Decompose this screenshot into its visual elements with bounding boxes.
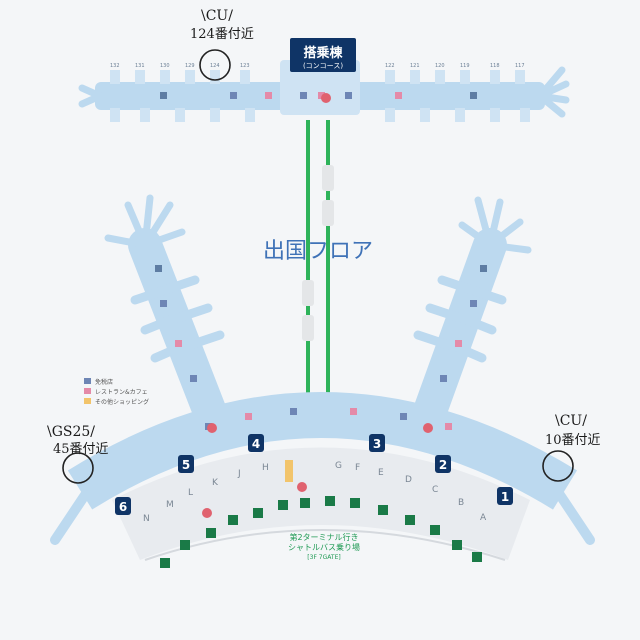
shuttle-line1: 第2ターミナル行き: [289, 532, 358, 542]
gate-label: 130: [160, 63, 170, 69]
gate-label: 117: [515, 63, 525, 69]
shuttle-train-track: [302, 120, 334, 410]
gate-label: 129: [185, 63, 195, 69]
left-pier: [104, 194, 232, 442]
counter-label: G: [335, 461, 342, 471]
right-pier: [408, 196, 532, 442]
legend-label: その他ショッピング: [95, 398, 149, 406]
svg-text:6: 6: [119, 500, 127, 514]
zone-badge: 2: [435, 455, 451, 473]
concourse-title-box: 搭乗棟 (コンコース): [290, 38, 356, 72]
legend-swatch: [84, 398, 91, 404]
gate-label: 119: [460, 63, 470, 69]
counter-label: C: [432, 485, 438, 495]
svg-text:4: 4: [252, 437, 260, 451]
zone-badge: 4: [248, 434, 264, 452]
concourse-center: [280, 60, 360, 115]
legend-label: 免税店: [95, 378, 113, 386]
svg-text:3: 3: [373, 437, 381, 451]
counter-label: F: [355, 463, 360, 473]
svg-text:124番付近: 124番付近: [190, 27, 254, 42]
counter-label: L: [188, 488, 193, 498]
svg-text:10番付近: 10番付近: [545, 433, 601, 448]
counter-label: K: [212, 478, 219, 488]
svg-text:\GS25/: \GS25/: [47, 424, 95, 440]
svg-text:5: 5: [182, 458, 190, 472]
legend-swatch: [84, 388, 91, 394]
counter-label: B: [458, 498, 464, 508]
gate-label: 121: [410, 63, 420, 69]
gate-label: 123: [240, 63, 250, 69]
counter-label: M: [166, 500, 174, 510]
counter-label: N: [143, 514, 150, 524]
annotation-left: \GS25/ 45番付近: [47, 424, 109, 484]
highlight-circle: [542, 450, 574, 482]
floor-label: 出国フロア: [263, 239, 373, 264]
gate-label: 131: [135, 63, 145, 69]
gate-label: 124: [210, 63, 220, 69]
shuttle-line2: シャトルバス乗り場: [288, 542, 360, 552]
check-in-counters: A B C D E F G H J K L M N: [143, 461, 487, 524]
shuttle-line3: [3F 7GATE]: [307, 554, 340, 561]
concourse-subtitle: (コンコース): [303, 62, 343, 70]
gate-numbers: 132 131 130 129 124 123 122 121 120 119 …: [110, 63, 525, 69]
gate-label: 118: [490, 63, 500, 69]
counter-label: H: [262, 463, 269, 473]
zone-badge: 1: [497, 487, 513, 505]
legend: 免税店 レストラン&カフェ その他ショッピング: [84, 378, 149, 406]
shuttle-bus-stop: 第2ターミナル行き シャトルバス乗り場 [3F 7GATE]: [288, 532, 360, 561]
legend-swatch: [84, 378, 91, 384]
annotation-right: \CU/ 10番付近: [542, 413, 601, 482]
exit-gates: [160, 496, 482, 568]
svg-text:45番付近: 45番付近: [53, 442, 109, 457]
highlight-circle: [199, 49, 231, 81]
svg-text:2: 2: [439, 458, 447, 472]
gate-label: 132: [110, 63, 120, 69]
counter-label: J: [237, 469, 241, 479]
counter-label: E: [378, 468, 384, 478]
zone-badges: 1 2 3 4 5 6: [115, 434, 513, 515]
gate-label: 120: [435, 63, 445, 69]
zone-badge: 3: [369, 434, 385, 452]
svg-text:1: 1: [501, 490, 509, 504]
svg-text:\CU/: \CU/: [555, 413, 587, 429]
counter-label: A: [480, 513, 487, 523]
highlight-circle: [62, 452, 94, 484]
svg-text:\CU/: \CU/: [201, 8, 233, 24]
zone-badge: 5: [178, 455, 194, 473]
concourse-title: 搭乗棟: [303, 45, 343, 61]
counter-label: D: [405, 475, 412, 485]
legend-label: レストラン&カフェ: [95, 389, 148, 396]
annotation-top-left: \CU/ 124番付近: [190, 8, 254, 81]
main-terminal: [50, 392, 595, 561]
concourse-building: [78, 60, 570, 122]
gate-label: 122: [385, 63, 395, 69]
zone-badge: 6: [115, 497, 131, 515]
